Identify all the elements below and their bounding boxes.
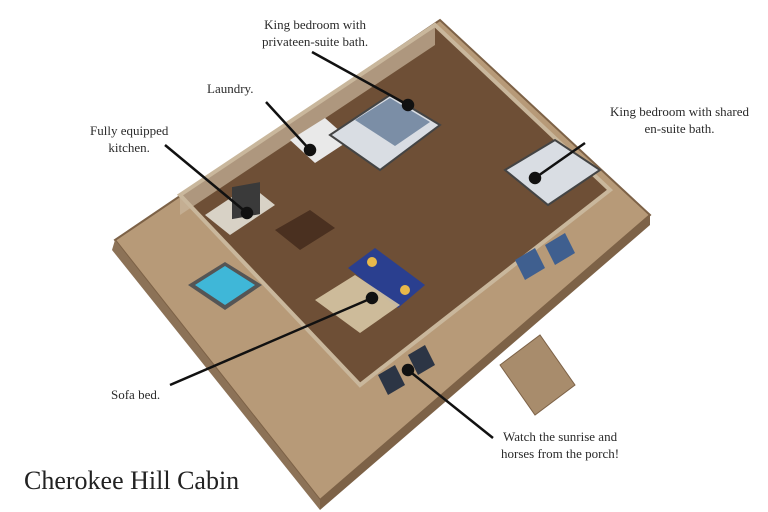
- label-porch: Watch the sunrise and horses from the po…: [501, 428, 619, 462]
- label-king-bedroom-private: King bedroom with privateen-suite bath.: [262, 16, 368, 50]
- king-bed-private: [328, 93, 442, 172]
- label-laundry: Laundry.: [207, 80, 253, 97]
- label-sofa-bed: Sofa bed.: [111, 386, 160, 403]
- label-line: King bedroom with shared: [610, 104, 750, 119]
- label-line: King bedroom with: [264, 17, 366, 32]
- diagram-title: Cherokee Hill Cabin: [24, 466, 240, 495]
- label-line: Watch the sunrise and: [502, 429, 618, 444]
- label-line: Laundry.: [207, 81, 254, 96]
- dining-table: [275, 210, 335, 250]
- label-line: Sofa bed.: [111, 387, 161, 402]
- label-line: privateen-suite bath.: [262, 34, 369, 49]
- sofa: [348, 248, 425, 308]
- label-line: en-suite bath.: [644, 121, 715, 136]
- hot-tub: [188, 262, 262, 310]
- porch-chairs: [378, 233, 575, 395]
- label-kitchen: Fully equipped kitchen.: [90, 122, 168, 156]
- king-bed-shared: [503, 138, 602, 207]
- label-line: Fully equipped: [90, 123, 169, 138]
- porch-stairs: [499, 334, 576, 416]
- label-king-bedroom-shared: King bedroom with shared en-suite bath.: [610, 103, 749, 137]
- label-line: kitchen.: [108, 140, 150, 155]
- pointer-lines: [164, 50, 586, 439]
- label-line: horses from the porch!: [501, 446, 620, 461]
